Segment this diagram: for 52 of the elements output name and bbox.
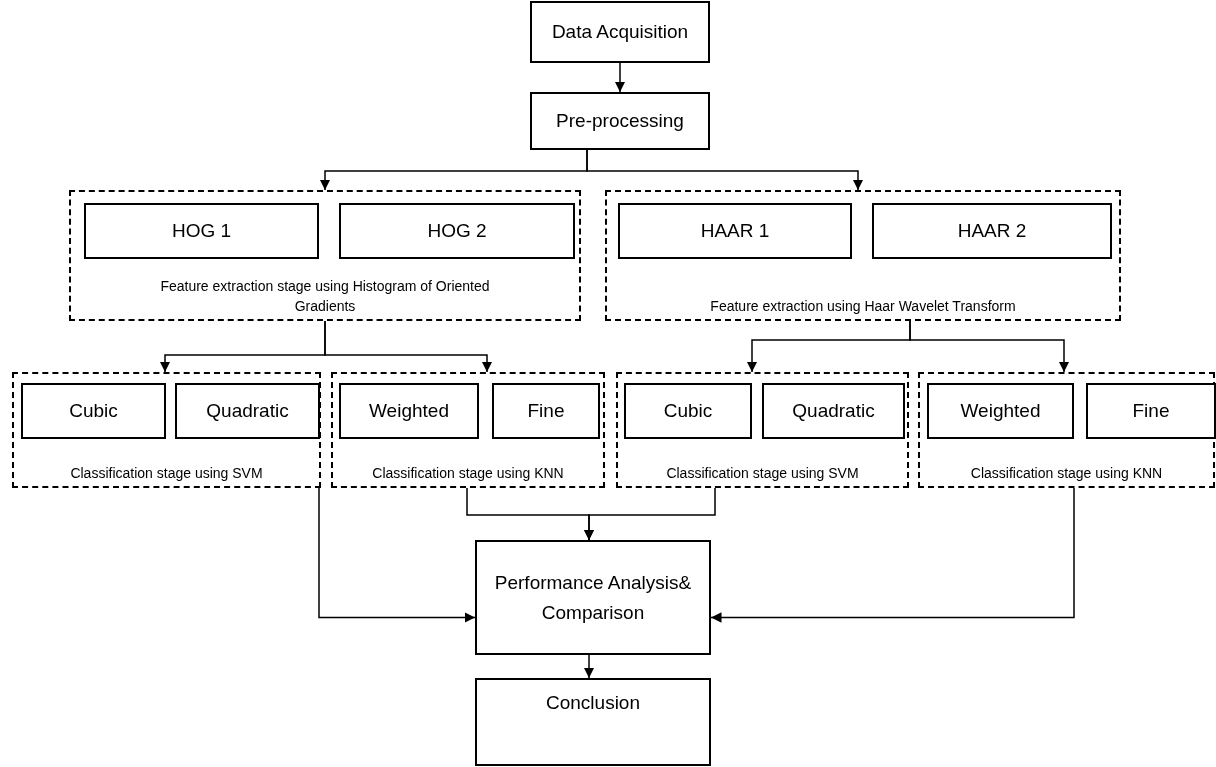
connector-arrow [586,149,864,191]
box-label: Weighted [369,399,449,423]
box-label: Cubic [663,399,713,423]
box-label: Cubic [69,399,118,423]
process-box [530,92,710,150]
box-label: HOG 2 [427,219,487,243]
dashed-group-box [331,372,605,488]
box-label: Conclusion [546,691,640,715]
connector-arrow [324,320,493,373]
connector-arrow [909,320,1070,373]
dashed-group-box [918,372,1215,488]
box-label: Pre-processing [556,109,684,133]
box-label: Quadratic [206,399,289,423]
group-caption: Feature extraction using Haar Wavelet Transform [710,297,1016,316]
process-box [339,383,479,439]
connector-arrow [710,487,1075,623]
box-label: Fine [1132,399,1170,423]
process-box [530,1,710,63]
process-box [175,383,320,439]
box-label: Quadratic [792,399,875,423]
process-box [475,678,711,766]
connector-arrow [614,62,626,93]
box-label: Data Acquisition [551,20,689,44]
process-box [84,203,319,259]
dashed-group-box [12,372,321,488]
dashed-group-box [605,190,1121,321]
box-label: Weighted [960,399,1041,423]
connector-arrow [318,487,476,623]
box-label: HAAR 2 [957,219,1027,243]
process-box [475,540,711,655]
group-caption: Classification stage using SVM [666,464,859,483]
connector-arrow [583,487,716,541]
process-box [1086,383,1216,439]
box-label: HOG 1 [171,219,232,243]
box-label: Fine [527,399,565,423]
dashed-group-box [69,190,581,321]
process-box [339,203,575,259]
group-caption: Classification stage using KNN [970,464,1163,483]
process-box [762,383,905,439]
box-label: Performance Analysis& Comparison [493,570,693,625]
process-box [927,383,1074,439]
group-caption: Classification stage using SVM [70,464,263,483]
process-box [21,383,166,439]
connector-arrow [583,654,595,679]
process-box [624,383,752,439]
box-label: HAAR 1 [700,219,770,243]
process-box [618,203,852,259]
process-box [492,383,600,439]
process-box [872,203,1112,259]
group-caption: Classification stage using KNN [372,464,564,483]
dashed-group-box [616,372,909,488]
group-caption: Feature extraction stage using Histogram of Oriented Gradients [159,277,491,316]
